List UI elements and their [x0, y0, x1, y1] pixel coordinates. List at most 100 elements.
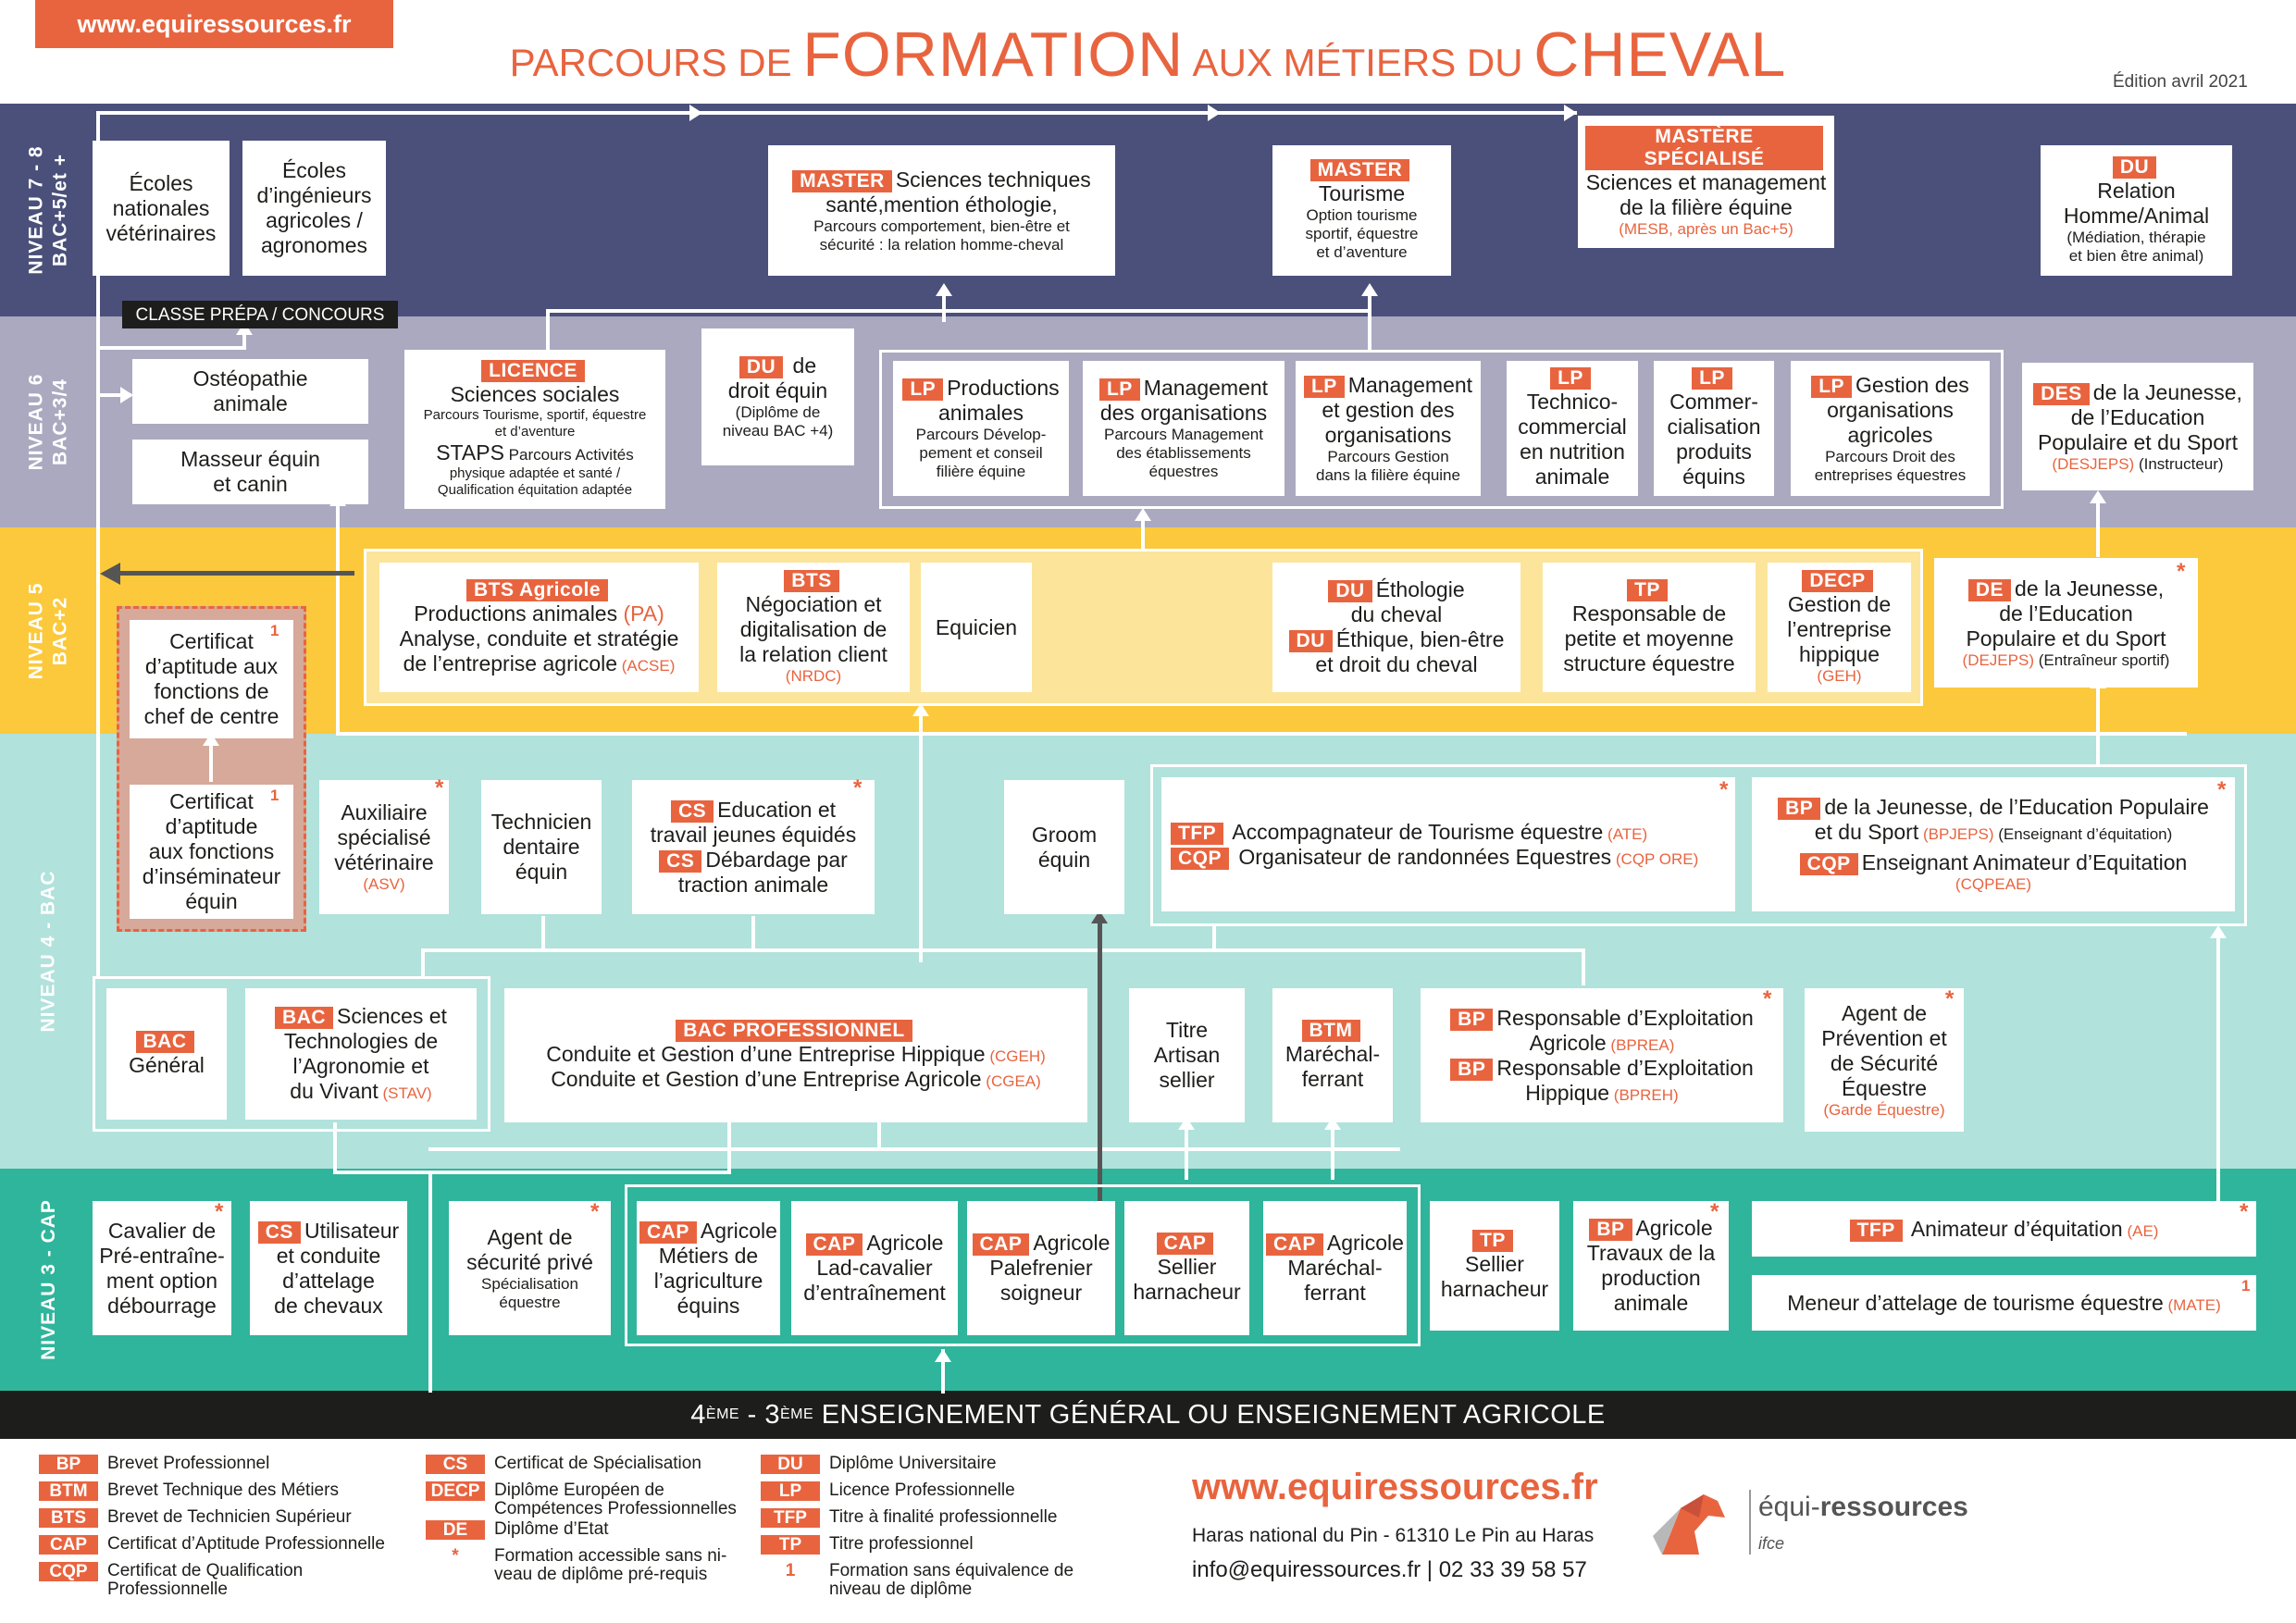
base-sup-2: ÈME — [779, 1406, 814, 1422]
card-decp[interactable]: DECP Gestion de l’entreprise hippique (G… — [1768, 563, 1911, 692]
rail-level-3-label: NIVEAU 3 - CAP — [37, 1199, 59, 1360]
card-technicien-dentaire[interactable]: Technicien dentaire équin — [481, 780, 602, 914]
tfp-l: Accompagnateur de Tourisme équestre — [1232, 819, 1604, 844]
card-bts-agricole[interactable]: BTS Agricole Productions animales (PA) A… — [379, 563, 699, 692]
bp-tag: BP — [1778, 798, 1821, 820]
footer-url[interactable]: www.equiressources.fr — [1192, 1467, 1598, 1507]
card-bts-ndrc[interactable]: BTS Négociation et digitalisation de la … — [717, 563, 910, 692]
card-tp-responsable[interactable]: TP Responsable de petite et moyenne stru… — [1543, 563, 1756, 692]
staps-desc-2: physique adaptée et santé / Qualificatio… — [437, 465, 633, 498]
card-btm[interactable]: BTM Maréchal- ferrant — [1272, 988, 1393, 1122]
de-a: de la Jeunesse, — [2015, 576, 2165, 601]
cqp2-n: (CQPEAE) — [1955, 875, 2032, 893]
card-agent-securite[interactable]: Agent de sécurité privé Spécialisation é… — [449, 1201, 611, 1335]
artisan-label: Titre Artisan sellier — [1153, 1018, 1221, 1092]
card-tfp-cqp[interactable]: TFP Accompagnateur de Tourisme équestre … — [1161, 777, 1735, 911]
bp-trav-b: Travaux de la production animale — [1586, 1241, 1716, 1315]
card-mate[interactable]: Meneur d’attelage de tourisme équestre (… — [1752, 1275, 2256, 1331]
card-lp-commercialisation[interactable]: LP Commer- cialisation produits équins — [1654, 361, 1774, 496]
connector-tfp-up — [2216, 935, 2220, 1212]
header-url-tab[interactable]: www.equiressources.fr — [35, 0, 393, 48]
card-cap-sellier[interactable]: CAP Sellier harnacheur — [1124, 1201, 1249, 1335]
card-asv[interactable]: Auxiliaire spécialisé vétérinaire (ASV) — [319, 780, 449, 914]
card-ecoles-ingenieurs[interactable]: Écoles d’ingénieurs agricoles / agronome… — [242, 141, 386, 276]
prepa-concours-label[interactable]: CLASSE PRÉPA / CONCOURS — [122, 301, 398, 328]
card-cert-inseminateur[interactable]: Certificat d’aptitude aux fonctions d’in… — [130, 785, 293, 919]
card-tfp-animateur[interactable]: TFP Animateur d’équitation (AE) — [1752, 1201, 2256, 1257]
du-tag: DU — [1288, 630, 1333, 652]
du2-a: Éthique, bien-être — [1335, 627, 1505, 651]
card-masseur[interactable]: Masseur équin et canin — [132, 440, 368, 504]
card-cert-chef-centre[interactable]: Certificat d’aptitude aux fonctions de c… — [130, 620, 293, 738]
card-mastere-specialise[interactable]: MASTÈRE SPÉCIALISÉ Sciences et managemen… — [1578, 116, 1834, 248]
footer-contact[interactable]: info@equiressources.fr | 02 33 39 58 57 — [1192, 1557, 1587, 1582]
du2-b: et droit du cheval — [1315, 652, 1478, 676]
legend-label: Certificat de Qualification Professionne… — [107, 1561, 304, 1599]
des-b: de l’Education Populaire et du Sport — [2037, 404, 2239, 454]
connector-left-vertical — [96, 111, 100, 976]
card-equicien[interactable]: Equicien — [921, 563, 1032, 692]
bts1-l2n: (ACSE) — [617, 656, 676, 675]
card-bac-professionnel[interactable]: BAC PROFESSIONNEL Conduite et Gestion d’… — [504, 988, 1087, 1122]
bacpro-row2: Conduite et Gestion d’une Entreprise Agr… — [551, 1067, 1041, 1092]
du1-b: du cheval — [1350, 602, 1443, 626]
staps-row: STAPS Parcours Activités — [436, 440, 634, 465]
connector-l5-to-l6 — [336, 502, 340, 734]
du-droit-a: de — [787, 353, 817, 378]
cap-tag: CAP — [1156, 1232, 1214, 1255]
mastere-title: Sciences et management de la filière équ… — [1585, 169, 1827, 219]
lp3-c: Parcours Gestion dans la filière équine — [1316, 447, 1460, 484]
card-tp-sellier[interactable]: TP Sellier harnacheur — [1430, 1201, 1559, 1331]
card-master-tourisme[interactable]: MASTER Tourisme Option tourisme sportif,… — [1272, 145, 1451, 276]
groom-label: Groom équin — [1031, 822, 1098, 872]
card-ecoles-veterinaires[interactable]: Écoles nationales vétérinaires — [93, 141, 230, 276]
du-droit-b: droit équin — [727, 378, 828, 403]
card-groom[interactable]: Groom équin — [1004, 780, 1124, 914]
card-du-droit-equin[interactable]: DU de droit équin (Diplôme de niveau BAC… — [701, 328, 854, 465]
decp-n: (GEH) — [1817, 666, 1862, 685]
du1-a: Éthologie — [1375, 577, 1465, 601]
card-titre-artisan[interactable]: Titre Artisan sellier — [1129, 988, 1245, 1122]
connector-n3-split-c — [1331, 1122, 1334, 1180]
card-bac-general[interactable]: BAC Général — [106, 988, 227, 1120]
arrow-right-icon — [1564, 105, 1577, 121]
legend-abbr: BTS — [39, 1508, 98, 1528]
master1-title: Sciences techniques — [895, 167, 1091, 192]
du-droit-c: (Diplôme de niveau BAC +4) — [722, 403, 834, 440]
card-du-relation[interactable]: DU Relation Homme/Animal (Médiation, thé… — [2041, 145, 2232, 276]
connector-prepa-l6 — [96, 346, 244, 350]
du-tag: DU — [2112, 155, 2157, 179]
bts2-n: (NRDC) — [785, 666, 842, 685]
card-cavalier[interactable]: Cavalier de Pré-entraîne- ment option dé… — [93, 1201, 231, 1335]
card-osteopathie[interactable]: Ostéopathie animale — [132, 359, 368, 424]
card-garde-equestre[interactable]: Agent de Prévention et de Sécurité Éques… — [1805, 988, 1964, 1132]
lp4-b: Technico- commercial en nutrition animal… — [1518, 390, 1627, 489]
card-licence[interactable]: LICENCE Sciences sociales Parcours Touri… — [404, 350, 665, 509]
card-lp-technico[interactable]: LP Technico- commercial en nutrition ani… — [1507, 361, 1638, 496]
